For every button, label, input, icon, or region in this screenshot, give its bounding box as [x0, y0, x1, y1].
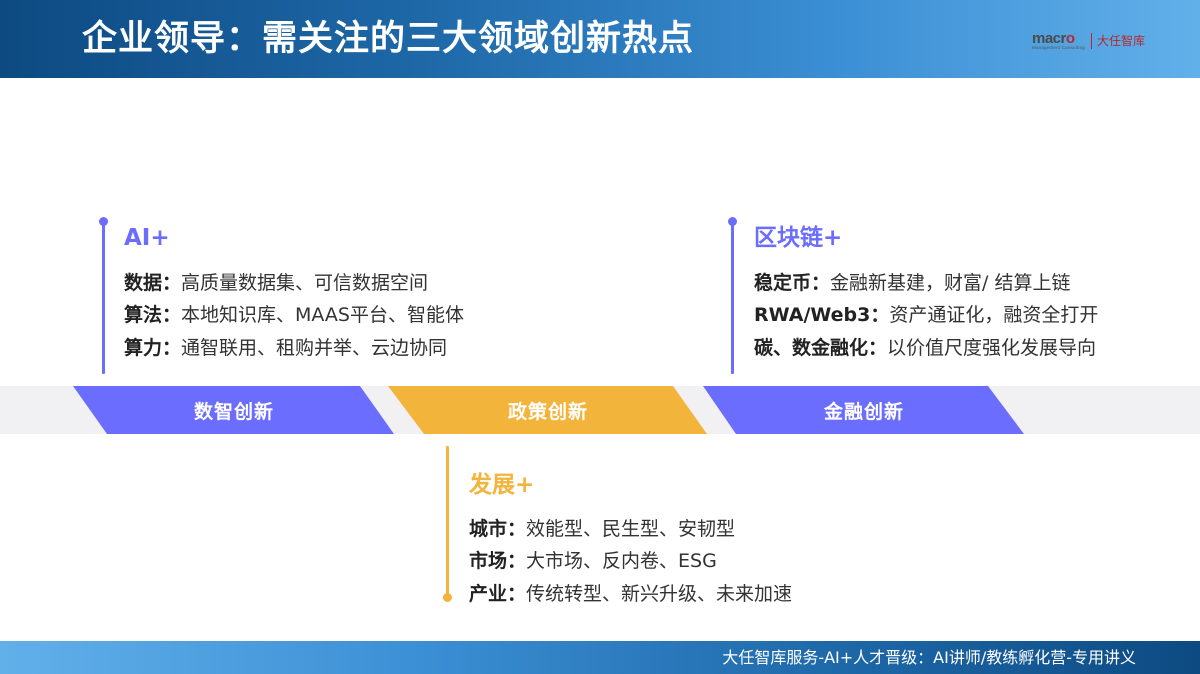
pillar-label: 金融创新 [823, 400, 904, 423]
block-title: 区块链+ [754, 225, 843, 251]
footer-text: 大任智库服务-AI+人才晋级：AI讲师/教练孵化营-专用讲义 [722, 648, 1136, 667]
list-item: 算法：本地知识库、MAAS平台、智能体 [124, 304, 464, 326]
parallelogram-shape [388, 386, 707, 434]
brand-logo: macro Management Consulting 大任智库 [1032, 30, 1145, 52]
pillar-digital-innovation: 数智创新 [73, 386, 395, 434]
timeline-dot-icon [443, 593, 452, 602]
list-item: 稳定币：金融新基建，财富/ 结算上链 [754, 272, 1071, 294]
list-item: 数据：高质量数据集、可信数据空间 [124, 272, 429, 294]
timeline-line [731, 220, 734, 374]
macro-logo: macro Management Consulting [1032, 29, 1085, 51]
footer-bar: 大任智库服务-AI+人才晋级：AI讲师/教练孵化营-专用讲义 [0, 641, 1200, 674]
timeline-line [102, 220, 105, 374]
list-item: 算力：通智联用、租购并举、云边协同 [124, 337, 448, 359]
list-item: 产业：传统转型、新兴升级、未来加速 [469, 583, 793, 605]
list-item: 城市：效能型、民生型、安韧型 [469, 518, 736, 540]
pillar-policy-innovation: 政策创新 [388, 386, 708, 434]
list-item: 市场：大市场、反内卷、ESG [469, 550, 717, 572]
block-title: AI+ [124, 225, 170, 251]
pillar-finance-innovation: 金融创新 [703, 386, 1025, 434]
header-bar: 企业领导：需关注的三大领域创新热点 macro Management Consu… [0, 0, 1200, 78]
timeline-line [446, 446, 449, 596]
block-title: 发展+ [469, 472, 535, 498]
list-item: 碳、数金融化：以价值尺度强化发展导向 [754, 337, 1097, 359]
parallelogram-shape [703, 386, 1024, 434]
logo-word-main: macr [1032, 29, 1066, 47]
pillar-label: 数智创新 [193, 400, 274, 423]
logo-subtitle: Management Consulting [1032, 44, 1085, 50]
logo-chinese-name: 大任智库 [1096, 34, 1145, 48]
page-title: 企业领导：需关注的三大领域创新热点 [82, 19, 695, 59]
logo-word-accent: o [1065, 29, 1075, 47]
pillar-label: 政策创新 [507, 400, 588, 423]
parallelogram-shape [73, 386, 394, 434]
logo-divider [1090, 33, 1092, 49]
list-item: RWA/Web3：资产通证化，融资全打开 [754, 304, 1099, 326]
